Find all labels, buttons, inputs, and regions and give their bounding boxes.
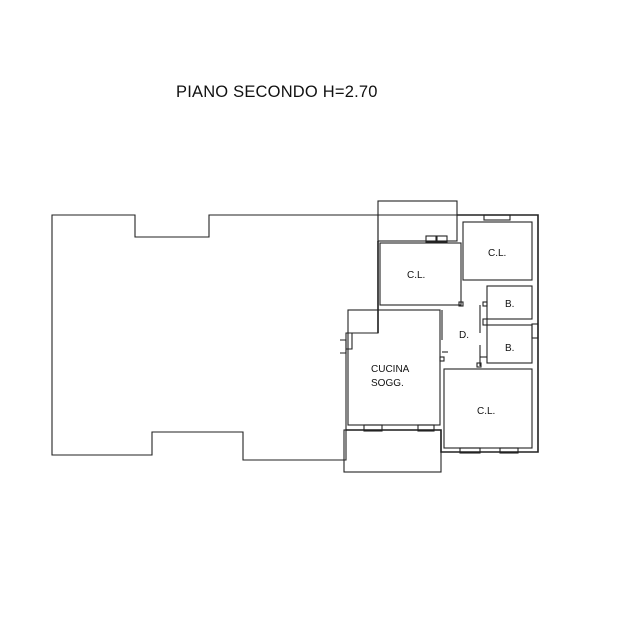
label-cl-top-right: C.L.	[488, 248, 506, 259]
door-jamb-3	[482, 318, 488, 326]
label-cucina: CUCINA	[371, 364, 410, 375]
room-cl-top-right-walls	[462, 221, 533, 281]
label-disimpegno: D.	[459, 330, 469, 341]
room-bath-lower-walls	[486, 324, 533, 364]
label-soggiorno: SOGG.	[371, 378, 404, 389]
door-jamb-5	[476, 362, 482, 368]
label-bath-upper: B.	[505, 299, 514, 310]
room-cl-bottom-right-walls	[443, 368, 533, 449]
plan-title: PIANO SECONDO H=2.70	[176, 83, 378, 101]
room-cl-center-walls	[379, 242, 462, 306]
entrance-detail	[346, 332, 353, 350]
terrace-outline	[51, 214, 379, 461]
bottom-balcony	[343, 429, 442, 473]
room-kitchen-walls	[347, 309, 441, 426]
entrance-step	[340, 339, 347, 354]
label-cl-bottom-right: C.L.	[477, 406, 495, 417]
top-balcony	[377, 200, 458, 242]
door-jamb-2	[482, 301, 488, 307]
door-jamb-4	[439, 356, 445, 362]
windows	[363, 214, 539, 454]
door-jamb-1	[458, 301, 464, 307]
label-bath-lower: B.	[505, 343, 514, 354]
label-cl-center: C.L.	[407, 270, 425, 281]
